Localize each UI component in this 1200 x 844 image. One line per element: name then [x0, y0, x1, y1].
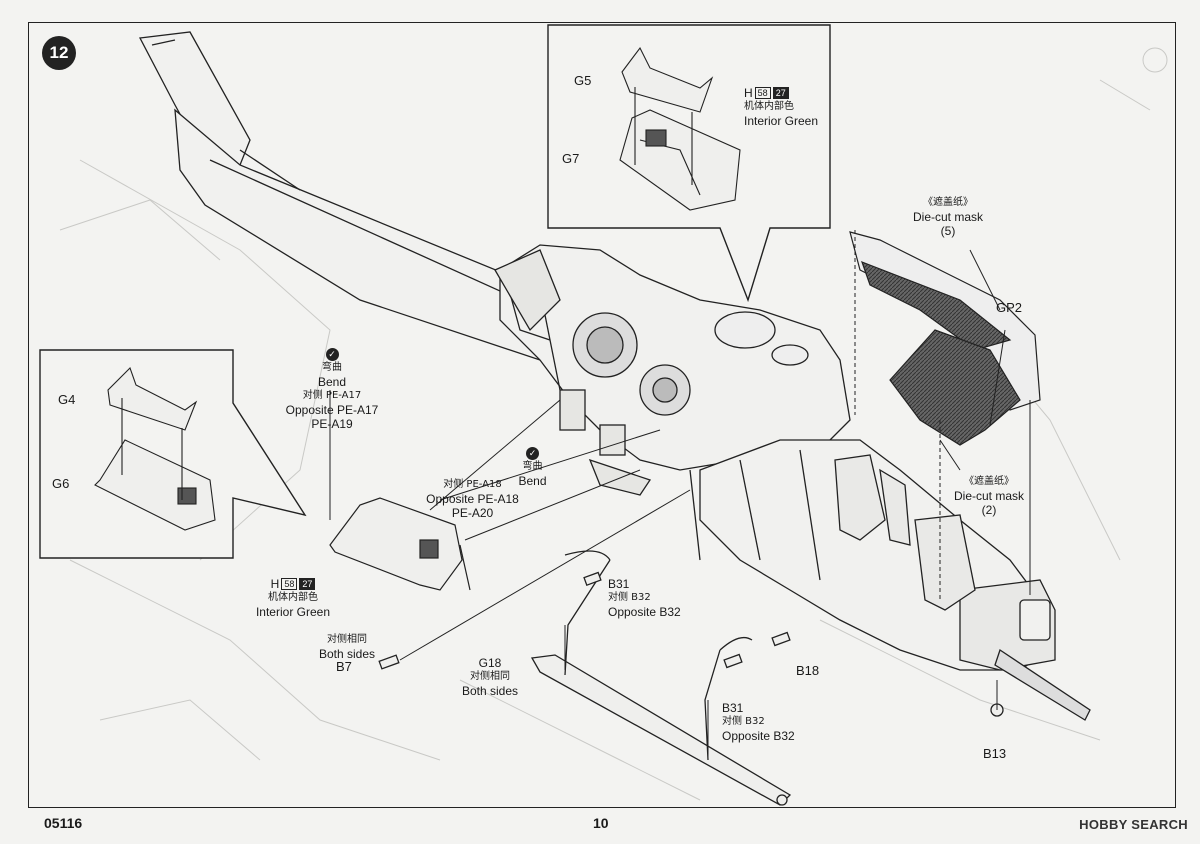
g18-en: Both sides	[461, 684, 519, 698]
g18-cn: 对侧相同	[470, 671, 510, 682]
bend-callout-right: ✓ 弯曲 Bend	[505, 445, 560, 488]
part-label-pe-a20: PE-A20	[451, 506, 494, 520]
paint-name-en: Interior Green	[255, 605, 331, 619]
paint-name-en: Interior Green	[744, 114, 819, 128]
b31-bottom-en: Opposite B32	[722, 729, 795, 743]
paint-letter: H	[270, 577, 280, 591]
inset-top-parts	[619, 46, 741, 211]
b31-top-cn: 对侧 B32	[608, 592, 651, 603]
step-number-badge: 12	[42, 36, 76, 70]
b31-top-en: Opposite B32	[608, 605, 681, 619]
paint-name-cn: 机体内部色	[268, 592, 318, 603]
part-label-b31-bottom: B31	[722, 701, 744, 715]
mask-5-num: (5)	[940, 224, 956, 238]
mask-5-en: Die-cut mask	[912, 210, 983, 224]
airframe	[138, 31, 1091, 721]
part-label-b13: B13	[983, 746, 1007, 761]
bend-left-en: Bend	[317, 375, 347, 389]
paint-code-1: 58	[281, 578, 298, 590]
bend-left-cn: 弯曲	[322, 362, 342, 373]
opp-pe-a18-cn: 对侧 PE-A18	[443, 479, 502, 490]
pe-a20-callout: 对侧 PE-A18 Opposite PE-A18 PE-A20	[420, 478, 525, 520]
g18-callout: G18 对侧相同 Both sides	[455, 656, 525, 698]
paint-callout-bottom: H 58 27 机体内部色 Interior Green	[248, 577, 338, 619]
mask-2-cn: 《遮盖纸》	[964, 476, 1014, 487]
inset-left	[39, 349, 307, 559]
b31-bottom-callout: B31 对侧 B32 Opposite B32	[722, 701, 795, 743]
watermark-text: HOBBY SEARCH	[1079, 817, 1188, 832]
paint-code-2: 27	[299, 578, 316, 590]
mask-5-cn: 《遮盖纸》	[923, 197, 973, 208]
part-label-g5: G5	[574, 73, 592, 88]
bend-right-cn: 弯曲	[522, 461, 543, 472]
paint-code-group: H 58 27	[271, 577, 316, 591]
page-frame	[28, 22, 1176, 808]
bend-callout-left: ✓ 弯曲 Bend 对侧 PE-A17 Opposite PE-A17 PE-A…	[272, 346, 392, 431]
paint-callout-top: H 58 27 机体内部色 Interior Green	[744, 86, 818, 128]
mask-callout-2: 《遮盖纸》 Die-cut mask (2)	[944, 475, 1034, 517]
inset-left-parts	[94, 366, 216, 531]
mask-2-num: (2)	[981, 503, 997, 517]
bend-icon: ✓	[526, 447, 539, 460]
paint-name-cn: 机体内部色	[744, 101, 794, 112]
part-label-b31-top: B31	[608, 577, 630, 591]
b7-en: Both sides	[318, 647, 376, 661]
opp-pe-a18-en: Opposite PE-A18	[426, 492, 519, 506]
part-label-pe-a19: PE-A19	[311, 417, 353, 431]
mask-callout-5: 《遮盖纸》 Die-cut mask (5)	[903, 196, 993, 238]
opp-pe-a17-en: Opposite PE-A17	[285, 403, 379, 417]
part-label-b18: B18	[796, 663, 820, 678]
canopy-mask-parts	[849, 231, 1041, 446]
part-label-g6: G6	[52, 476, 70, 491]
part-label-g7: G7	[562, 151, 580, 166]
part-label-gp2: GP2	[996, 300, 1023, 315]
paint-letter: H	[744, 86, 753, 100]
leader-lines	[329, 230, 1031, 760]
b7-cn: 对侧相同	[327, 634, 367, 645]
pe-a20-part	[329, 497, 471, 591]
paint-code-group: H 58 27	[744, 86, 789, 100]
b31-bottom-cn: 对侧 B32	[722, 716, 765, 727]
paint-code-1: 58	[754, 87, 771, 99]
b31-top-callout: B31 对侧 B32 Opposite B32	[608, 577, 681, 619]
paint-code-2: 27	[772, 87, 789, 99]
part-label-b7: B7	[336, 659, 352, 674]
page-number: 10	[593, 815, 609, 831]
opp-pe-a17-cn: 对侧 PE-A17	[302, 390, 362, 401]
kit-number: 05116	[44, 815, 83, 831]
part-label-g18: G18	[478, 656, 502, 670]
part-label-g4: G4	[58, 392, 76, 407]
mask-2-en: Die-cut mask	[953, 489, 1024, 503]
bend-icon: ✓	[325, 348, 339, 361]
b7-callout: 对侧相同 Both sides	[312, 633, 382, 661]
bend-right-en: Bend	[518, 474, 547, 488]
